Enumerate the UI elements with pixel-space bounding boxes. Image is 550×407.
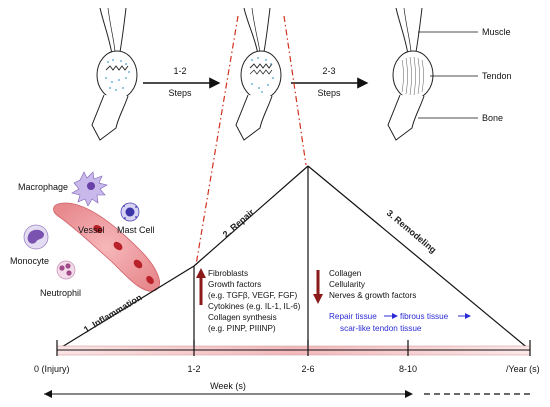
tissue-transition: Repair tissue fibrous tissue scar-like t… xyxy=(329,312,471,333)
stage-arrow-2-label: 2-3 xyxy=(322,66,335,76)
tick-label-3: 8-10 xyxy=(399,364,417,374)
phase-remodeling-label: 3. Remodeling xyxy=(385,208,439,255)
tendon-remodeled-illustration xyxy=(387,7,434,141)
repair-factor-0: Fibroblasts xyxy=(208,269,248,278)
remodeling-factor-1: Cellularity xyxy=(329,280,366,289)
remodeling-factor-0: Collagen xyxy=(329,269,362,278)
healing-phase-curve xyxy=(56,165,531,351)
transition-repair-tissue: Repair tissue xyxy=(329,312,377,321)
phase-inflammation-label: 1. Inflammation xyxy=(82,292,144,335)
timeline: 0 (Injury) 1-2 2-6 8-10 /Year (s) Week (… xyxy=(34,340,540,398)
stage-arrow-1: 1-2 Steps xyxy=(143,66,221,98)
repair-factor-2: (e.g. TGFβ, VEGF, FGF) xyxy=(208,291,297,300)
decrease-arrow-icon xyxy=(313,294,323,304)
tendon-label: Tendon xyxy=(482,71,512,81)
mast-cell-icon xyxy=(120,202,140,222)
zoom-indicator-lines xyxy=(195,15,307,266)
repair-factor-1: Growth factors xyxy=(208,280,261,289)
repair-factor-4: Collagen synthesis xyxy=(208,313,277,322)
stage-arrow-1-label: 1-2 xyxy=(173,66,186,76)
repair-factors: Fibroblasts Growth factors (e.g. TGFβ, V… xyxy=(196,268,301,333)
neutrophil-label: Neutrophil xyxy=(40,288,81,298)
repair-factor-5: (e.g. PINP, PIIINP) xyxy=(208,324,276,333)
week-unit-label: Week (s) xyxy=(210,381,246,391)
phase-repair-label: 2. Repair xyxy=(221,207,257,240)
remodeling-factor-2: Nerves & growth factors xyxy=(329,291,416,300)
neutrophil-icon xyxy=(56,260,76,280)
tendon-injured-illustration xyxy=(91,7,138,141)
vessel-icon xyxy=(53,202,160,292)
tick-label-2: 2-6 xyxy=(301,364,314,374)
stage-arrow-1-steps: Steps xyxy=(168,88,192,98)
muscle-label: Muscle xyxy=(482,27,511,37)
macrophage-icon xyxy=(71,171,108,207)
increase-arrow-icon xyxy=(196,268,206,278)
mast-cell-label: Mast Cell xyxy=(117,225,155,235)
tendon-repair-illustration xyxy=(235,7,282,141)
tick-label-0: 0 (Injury) xyxy=(34,364,70,374)
stage-arrow-2: 2-3 Steps xyxy=(291,66,369,98)
transition-fibrous-tissue: fibrous tissue xyxy=(400,312,449,321)
macrophage-label: Macrophage xyxy=(18,182,68,192)
tissue-labels: Muscle Tendon Bone xyxy=(418,27,512,123)
monocyte-label: Monocyte xyxy=(10,256,49,266)
transition-scar-tissue: scar-like tendon tissue xyxy=(340,324,422,333)
vessel-label: Vessel xyxy=(78,225,105,235)
repair-factor-3: Cytokines (e.g. IL-1, IL-6) xyxy=(208,302,301,311)
tick-label-1: 1-2 xyxy=(187,364,200,374)
remodeling-factors: Collagen Cellularity Nerves & growth fac… xyxy=(313,269,416,304)
cells-cluster: Vessel Macrophage Mast Cell Monocyte xyxy=(10,171,160,298)
monocyte-icon xyxy=(23,224,49,250)
tick-label-4: /Year (s) xyxy=(506,364,540,374)
stage-arrow-2-steps: Steps xyxy=(317,88,341,98)
bone-label: Bone xyxy=(482,113,503,123)
